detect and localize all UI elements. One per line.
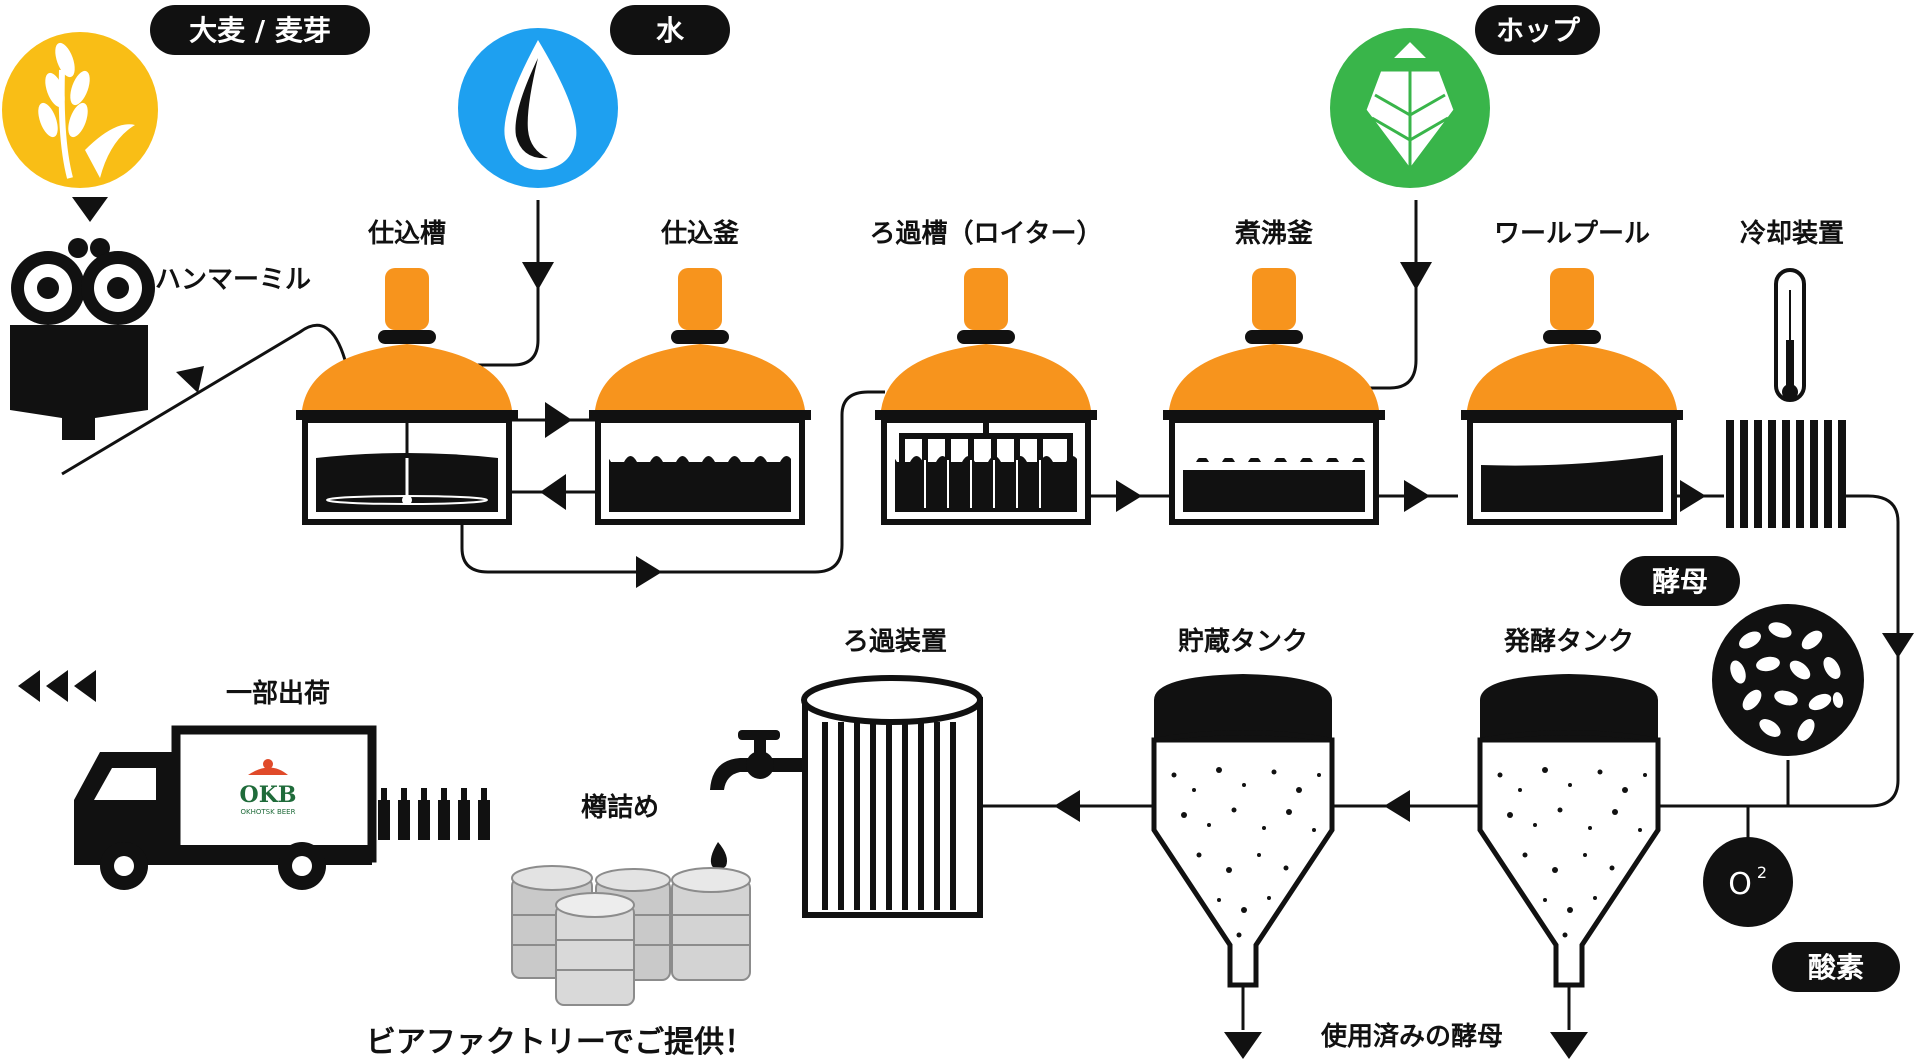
- filter-label: ろ過装置: [843, 627, 947, 657]
- mash-tun: 仕込槽: [296, 219, 518, 525]
- storage-bubbles: [1171, 767, 1321, 938]
- whirlpool-label: ワールプール: [1494, 219, 1650, 249]
- okb-logo-subtext: OKHOTSK BEER: [241, 808, 296, 816]
- cooling-plates: [1726, 420, 1846, 528]
- used-yeast-label: 使用済みの酵母: [1320, 1021, 1503, 1052]
- oxygen-label: 酸素: [1808, 951, 1864, 984]
- arrow-water-down: [522, 262, 554, 290]
- oxygen-superscript: 2: [1757, 863, 1767, 882]
- yeast-label: 酵母: [1652, 565, 1708, 598]
- arrow-yeast-drain: [1224, 1032, 1262, 1059]
- thermometer-icon: [1774, 268, 1806, 402]
- cooler-label: 冷却装置: [1740, 218, 1844, 249]
- arrow-shipping-1: [18, 670, 40, 702]
- hammer-mill: ハンマーミル: [10, 238, 311, 440]
- arrow-to-mash-tun: [540, 474, 566, 510]
- filter-unit: ろ過装置: [710, 627, 983, 918]
- boil-kettle: 煮沸釜: [1163, 218, 1385, 525]
- arrow-to-storage: [1384, 790, 1410, 822]
- storage-tank-label: 貯蔵タンク: [1178, 626, 1308, 657]
- okb-logo: OKB OKHOTSK BEER: [240, 759, 297, 816]
- arrow-hops-down: [1400, 262, 1432, 290]
- lauter-tun: ろ過槽（ロイター）: [870, 219, 1103, 525]
- arrow-malt-down: [72, 197, 108, 222]
- mash-tun-label: 仕込槽: [367, 219, 446, 249]
- lauter-tun-label: ろ過槽（ロイター）: [870, 219, 1103, 249]
- arrow-shipping-3: [74, 670, 96, 702]
- flow-arrows: [18, 197, 1914, 1059]
- arrow-to-lauter: [636, 556, 662, 588]
- storage-tank: 貯蔵タンク: [1151, 626, 1335, 988]
- beer-bottles: [378, 788, 490, 840]
- tap-icon: [710, 730, 806, 870]
- oxygen-icon: [1703, 837, 1793, 927]
- whirlpool: ワールプール: [1461, 219, 1683, 525]
- arrow-to-whirlpool: [1404, 480, 1430, 512]
- boil-kettle-label: 煮沸釜: [1234, 218, 1314, 249]
- arrow-yeast-drain-2: [1550, 1032, 1588, 1059]
- hops-pill: [1475, 5, 1600, 55]
- mill-label: ハンマーミル: [155, 265, 311, 295]
- cooler: 冷却装置: [1726, 218, 1846, 528]
- mash-kettle-label: 仕込釜: [660, 218, 740, 249]
- keg: [555, 892, 635, 1006]
- fermentation-tank-label: 発酵タンク: [1503, 627, 1634, 657]
- arrow-shipping-2: [46, 670, 68, 702]
- arrow-to-mash-kettle: [545, 402, 572, 438]
- hop-cone-icon: [1363, 37, 1457, 173]
- hops-ingredient: ホップ: [1330, 5, 1600, 188]
- malt-ingredient: 大麦 / 麦芽: [2, 5, 370, 188]
- arrow-down-right: [1882, 633, 1914, 658]
- yeast-pill: [1620, 556, 1740, 606]
- arrow-to-filter: [1054, 790, 1080, 822]
- water-label: 水: [656, 14, 685, 47]
- oxygen-pill: [1772, 942, 1900, 992]
- water-pill: [610, 5, 730, 55]
- arrow-to-cooler: [1680, 480, 1706, 512]
- oxygen-symbol: O: [1728, 867, 1752, 902]
- yeast-ingredient: 酵母: [1620, 556, 1864, 756]
- delivery-truck: 一部出荷 OKB OKHOTSK BEER: [74, 679, 490, 890]
- arrow-to-boil: [1116, 480, 1142, 512]
- water-drop-icon: [504, 40, 577, 170]
- hops-label: ホップ: [1496, 14, 1581, 47]
- fermentation-tank: 発酵タンク: [1477, 627, 1661, 988]
- kegging-label: 樽詰め: [581, 792, 659, 823]
- shipping-label: 一部出荷: [226, 679, 330, 709]
- wheat-icon: [38, 42, 135, 179]
- oxygen-ingredient: O 2 酸素: [1703, 837, 1900, 992]
- keg: [671, 867, 751, 981]
- malt-pill: [150, 5, 370, 55]
- arrow-mill-to-tun: [176, 366, 204, 393]
- okb-logo-text: OKB: [240, 782, 297, 808]
- factory-label: ビアファクトリーでご提供！: [366, 1025, 754, 1059]
- fermentation-bubbles: [1497, 767, 1647, 938]
- malt-label: 大麦 / 麦芽: [189, 14, 331, 47]
- water-ingredient: 水: [458, 5, 730, 188]
- kegs: 樽詰め ビアファクトリーでご提供！: [366, 792, 754, 1059]
- mash-kettle: 仕込釜: [589, 218, 811, 525]
